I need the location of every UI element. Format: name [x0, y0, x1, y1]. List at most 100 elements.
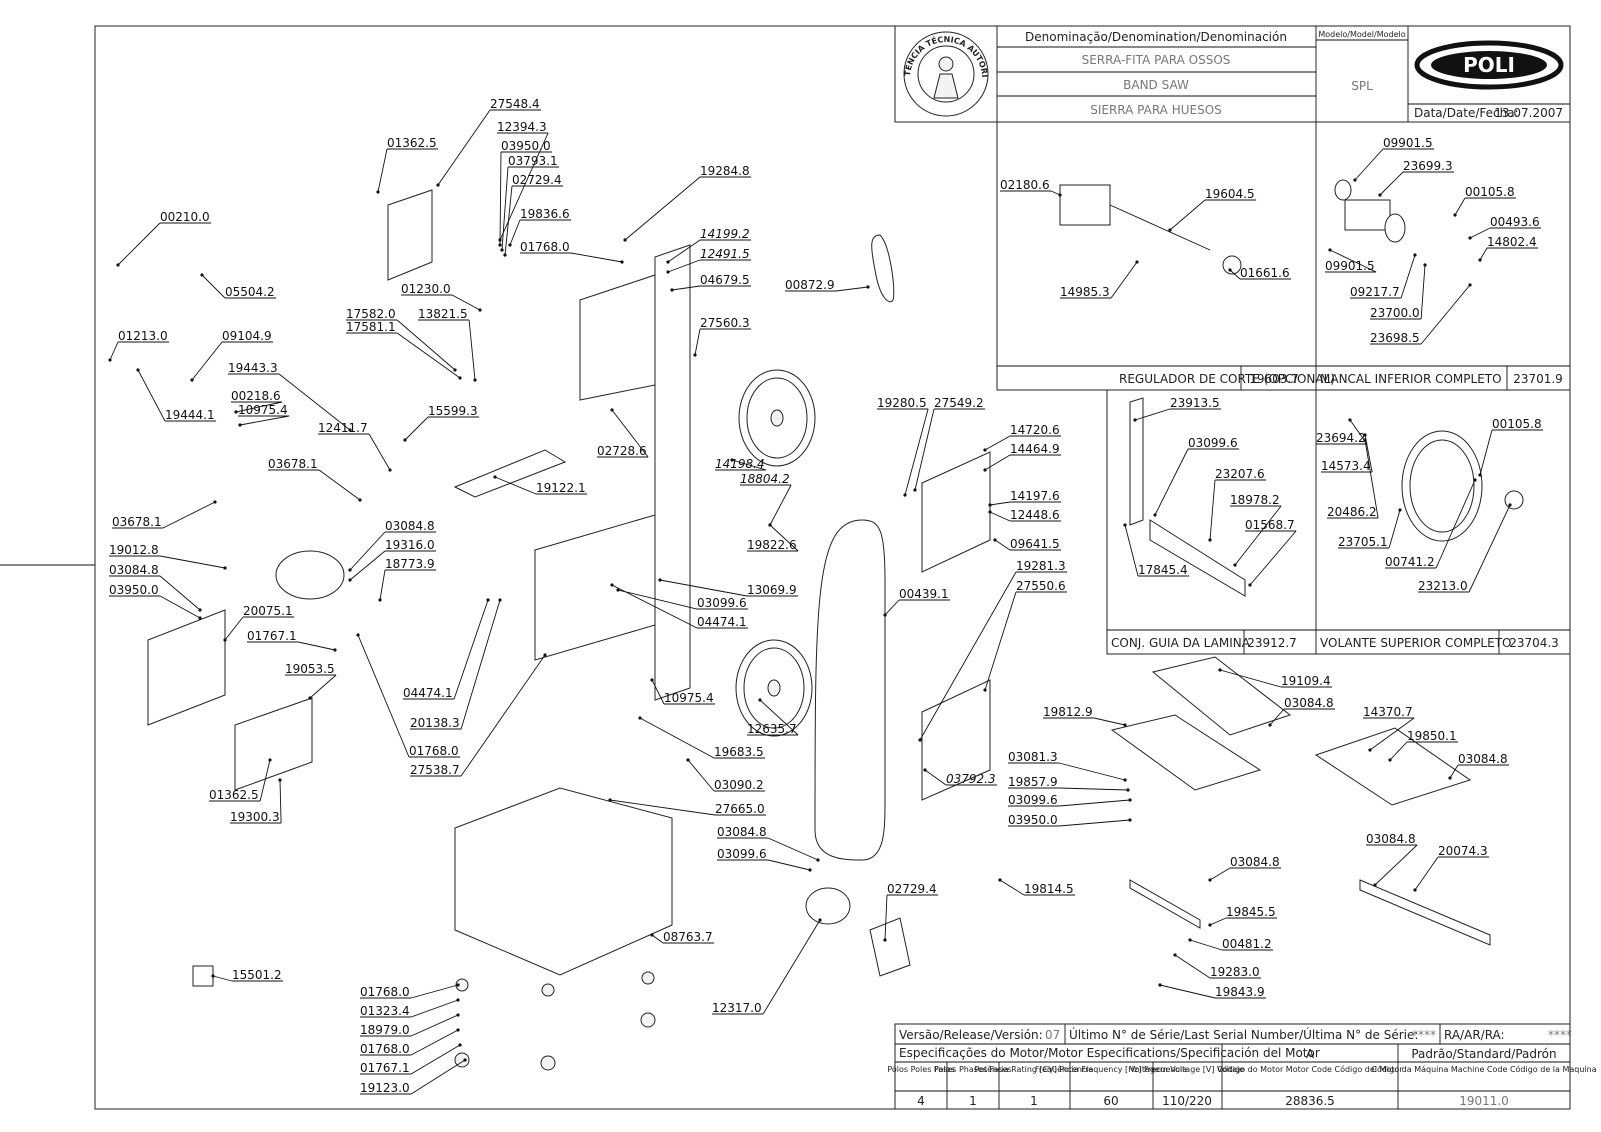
leader-dot: [1448, 776, 1452, 780]
part-number-label: 01323.4: [360, 1004, 410, 1018]
leader-dot: [436, 183, 440, 187]
leader-line: [160, 555, 226, 569]
leader-dot: [620, 260, 624, 264]
leader-dot: [473, 378, 477, 382]
leader-dot: [503, 253, 507, 257]
leader-dot: [1478, 258, 1482, 262]
subassembly-code: 23701.9: [1513, 372, 1563, 386]
part-number-label: 03950.0: [109, 583, 159, 597]
leader-line: [410, 984, 459, 999]
leader-dot: [658, 578, 662, 582]
leader-dot: [198, 616, 202, 620]
leader-line: [984, 435, 1011, 451]
motor-spec-label: Especificações do Motor/Motor Especifica…: [899, 1046, 1320, 1060]
poles-value: 4: [917, 1094, 925, 1108]
leader-line: [1050, 190, 1061, 196]
part-number-label: 01568.7: [1245, 518, 1295, 532]
leader-dot: [211, 974, 215, 978]
part-number-label: 00872.9: [785, 278, 835, 292]
leader-dot: [1058, 193, 1062, 197]
leader-dot: [1268, 723, 1272, 727]
leader-dot: [998, 878, 1002, 882]
leader-dot: [458, 1043, 462, 1047]
cover-shape: [453, 449, 567, 498]
part-number-label: 13069.9: [747, 583, 797, 597]
part-number-label: 23913.5: [1170, 396, 1220, 410]
leader-line: [904, 408, 929, 496]
leader-dot: [1468, 283, 1472, 287]
part-number-label: 03950.0: [501, 139, 551, 153]
leader-dot: [1173, 953, 1177, 957]
leader-line: [1400, 254, 1416, 299]
part-number-label: 00741.2: [1385, 555, 1435, 569]
leader-line: [914, 408, 935, 491]
leader-dot: [816, 858, 820, 862]
part-number-label: 01768.0: [360, 985, 410, 999]
col-power: Potência Rating [CV] Potencia: [975, 1064, 1094, 1074]
part-number-label: 09901.5: [1383, 136, 1433, 150]
leader-dot: [1248, 583, 1252, 587]
lower-housing-shape: [534, 514, 656, 661]
part-number-label: 14464.9: [1010, 442, 1060, 456]
leader-line: [611, 584, 698, 629]
leader-line: [396, 319, 456, 371]
part-number-label: 00210.0: [160, 210, 210, 224]
leader-line: [235, 401, 283, 413]
guard-shape: [387, 189, 433, 281]
leader-dot: [348, 578, 352, 582]
leader-dot: [358, 498, 362, 502]
part-number-label: 03084.8: [1230, 855, 1280, 869]
leader-line: [1379, 171, 1404, 196]
part-number-label: 14199.2: [700, 227, 750, 241]
part-number-label: 09104.9: [222, 329, 272, 343]
leader-dot: [1123, 723, 1127, 727]
leader-line: [309, 674, 337, 699]
leader-line: [460, 654, 546, 777]
leader-line: [1388, 509, 1401, 549]
part-number-label: 27548.4: [490, 97, 540, 111]
part-number-label: 00218.6: [231, 389, 281, 403]
leader-line: [410, 1044, 461, 1075]
leader-line: [117, 222, 161, 266]
part-number-label: 04679.5: [700, 273, 750, 287]
part-number-label: 14720.6: [1010, 423, 1060, 437]
leader-dot: [616, 588, 620, 592]
leader-line: [1229, 269, 1241, 280]
part-number-label: 04474.1: [403, 686, 453, 700]
part-number-label: 03090.2: [714, 778, 764, 792]
leader-line: [1058, 762, 1126, 781]
upper-door-shape: [921, 451, 991, 573]
leader-line: [767, 837, 819, 861]
part-number-label: 00493.6: [1490, 215, 1540, 229]
part-number-label: 19836.6: [520, 207, 570, 221]
poli-logo: POLI: [1414, 40, 1564, 90]
leader-dot: [1398, 508, 1402, 512]
part-number-label: 12394.3: [497, 120, 547, 134]
serial-label: Último N° de Série/Last Serial Number/Úl…: [1069, 1027, 1418, 1042]
leader-dot: [1153, 513, 1157, 517]
leader-dot: [903, 493, 907, 497]
leader-line: [239, 415, 290, 426]
leader-line: [509, 219, 521, 246]
leader-line: [671, 285, 701, 291]
leader-dot: [1208, 878, 1212, 882]
part-number-label: 02180.6: [1000, 178, 1050, 192]
leader-line: [731, 459, 767, 471]
leader-line: [437, 109, 491, 186]
svg-text:POLI: POLI: [1463, 53, 1515, 77]
leader-line: [379, 569, 386, 601]
part-number-label: 03084.8: [385, 519, 435, 533]
part-number-label: 03793.1: [508, 154, 558, 168]
leader-line: [1479, 247, 1488, 261]
part-drawings: [147, 179, 1524, 1071]
leader-line: [1209, 917, 1227, 926]
leader-line: [1094, 717, 1126, 726]
leader-dot: [478, 308, 482, 312]
leader-line: [357, 634, 410, 758]
leader-dot: [918, 738, 922, 742]
part-number-label: 23694.2: [1316, 431, 1366, 445]
name-es: SIERRA PARA HUESOS: [1090, 103, 1222, 117]
leader-dot: [200, 273, 204, 277]
leader-dot: [1328, 248, 1332, 252]
leader-line: [1174, 954, 1211, 979]
